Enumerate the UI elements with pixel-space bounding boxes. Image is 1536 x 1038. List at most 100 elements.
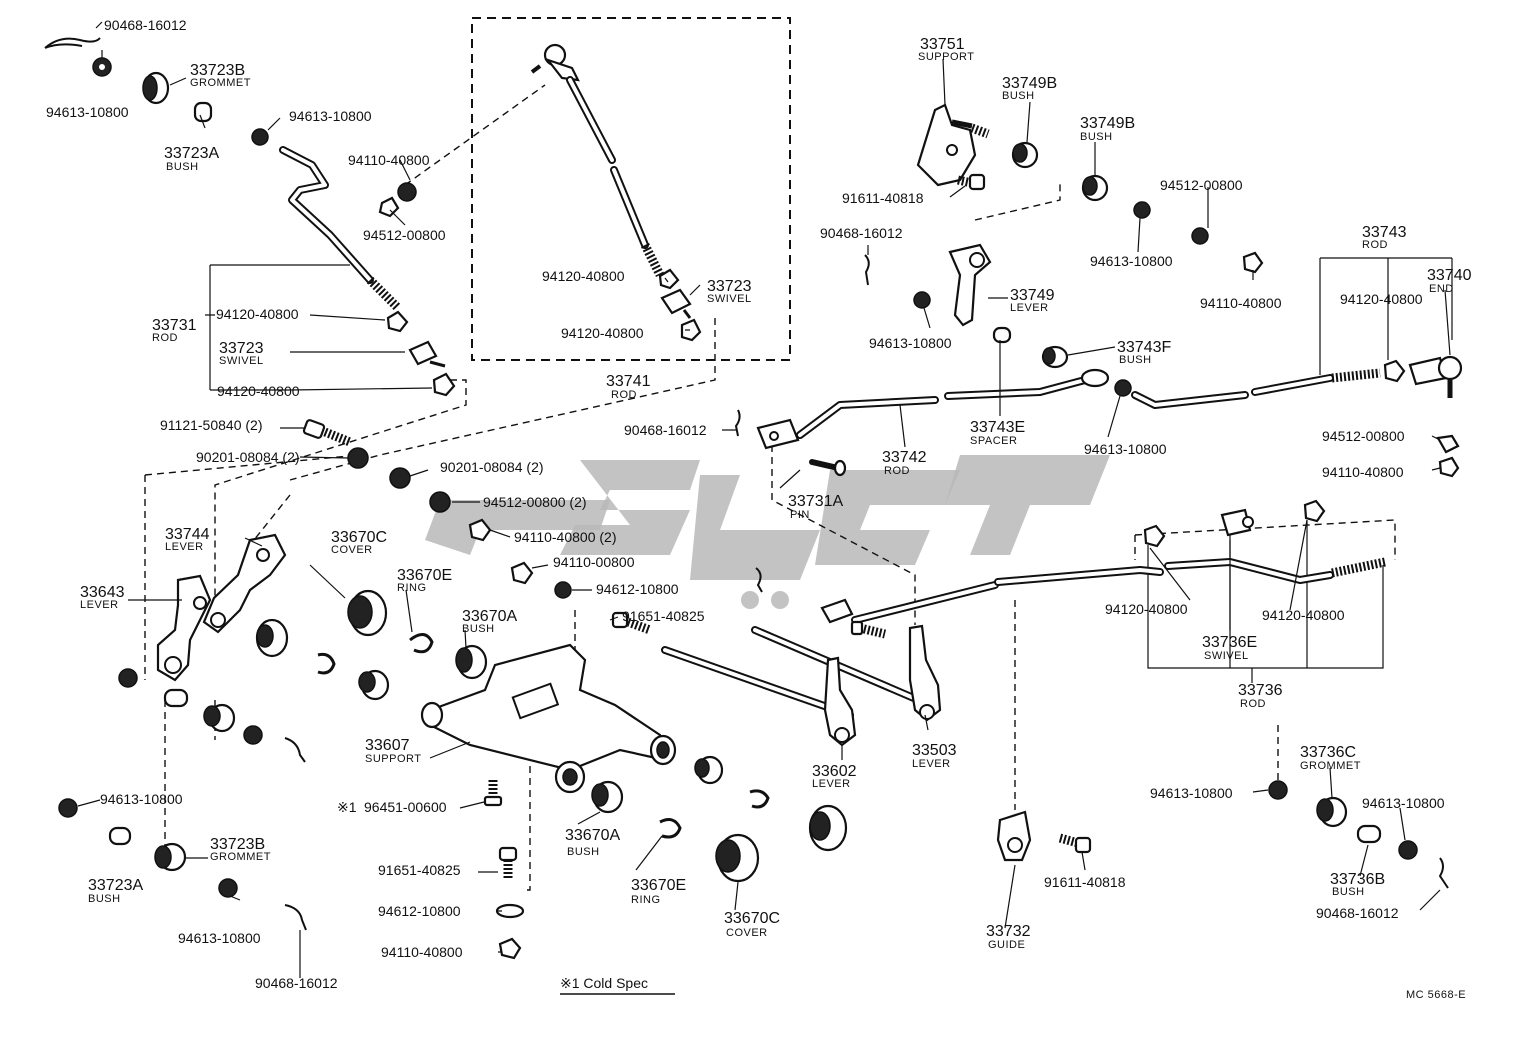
label-33723-a: 33723 (219, 340, 264, 357)
label-90468-e: 90468-16012 (1316, 905, 1399, 921)
washer-94613-e (1133, 201, 1151, 219)
label-94613-topleft: 94613-10800 (46, 104, 129, 120)
washer-94512-a (397, 182, 417, 202)
label-94110-e: 94110-40800 (1200, 295, 1282, 311)
support-33751 (916, 103, 990, 187)
nut-94120-c (658, 268, 680, 290)
bolt-96451 (483, 780, 503, 807)
nut-94120-b (432, 372, 456, 397)
bush-33736B (1356, 824, 1382, 844)
end-33740 (1408, 355, 1463, 398)
washer-94612-a (554, 581, 572, 599)
label-33723B-b: 33723B (210, 836, 265, 853)
label-33643: 33643 (80, 584, 125, 601)
guide-33732 (996, 810, 1032, 862)
washer-94613-i (1398, 840, 1418, 860)
label-lever-e: LEVER (812, 778, 851, 790)
label-94110-c: 94110-00800 (553, 554, 635, 570)
label-33670A-b: 33670A (565, 827, 620, 844)
label-94512-a: 94512-00800 (363, 227, 446, 243)
label-94612-a: 94612-10800 (596, 581, 679, 597)
shafts (661, 626, 934, 719)
ring-33670E-a (409, 633, 434, 654)
label-33670E-b: 33670E (631, 877, 686, 894)
label-33670C-a: 33670C (331, 529, 387, 546)
clip-90468-e (1438, 857, 1449, 889)
label-spacer: SPACER (970, 435, 1017, 447)
label-90468-top: 90468-16012 (104, 17, 187, 33)
label-ref-code: MC 5668-E (1406, 989, 1466, 1001)
label-lever-d: LEVER (912, 758, 951, 770)
clip-mid (755, 567, 763, 593)
swivel-33723-b (660, 288, 692, 319)
label-swivel-c: SWIVEL (1204, 650, 1249, 662)
nut-94110-c (510, 561, 534, 585)
label-lever-b: LEVER (80, 599, 119, 611)
grommet-33723B-a (142, 71, 170, 105)
lever-33643 (156, 574, 212, 682)
label-rod-d: ROD (884, 465, 910, 477)
bush-33723A-a (193, 101, 213, 123)
label-90201-a: 90201-08084 (2) (196, 449, 300, 465)
label-rod-e: ROD (1240, 698, 1266, 710)
label-rod-c: ROD (1362, 239, 1388, 251)
label-94613-i: 94613-10800 (1362, 795, 1445, 811)
bush-33749B-a (1011, 141, 1039, 169)
label-33740: 33740 (1427, 267, 1472, 284)
rod-33731 (279, 146, 402, 312)
label-33736: 33736 (1238, 682, 1283, 699)
grommet-33723B-b (154, 842, 187, 872)
cover-33670C-b (715, 833, 760, 883)
label-33670C-b: 33670C (724, 910, 780, 927)
label-94613-f: 94613-10800 (869, 335, 952, 351)
label-bush-e: BUSH (1080, 131, 1113, 143)
spacer-33743E (992, 326, 1012, 344)
washer-left-b (243, 725, 263, 745)
label-33749B-b: 33749B (1080, 115, 1135, 132)
label-33723-b: 33723 (707, 278, 752, 295)
label-33723A-b: 33723A (88, 877, 143, 894)
label-94613-g: 94613-10800 (1084, 441, 1167, 457)
label-94512-b: 94512-00800 (2) (483, 494, 587, 510)
grommet-mid-a (255, 618, 289, 658)
label-94110-b: 94110-40800 (2) (514, 529, 616, 545)
label-ring-b: RING (631, 894, 661, 906)
nut-94110-b (468, 518, 492, 542)
leader-lines (77, 21, 1451, 978)
label-33736E: 33736E (1202, 634, 1257, 651)
grommet-33736C (1316, 796, 1348, 828)
nut-94110-d (498, 937, 522, 960)
label-33723B-top: 33723B (190, 62, 245, 79)
ring-mid-a (317, 652, 336, 675)
swivel-33736E-lower (820, 598, 887, 639)
label-91651-a: 91651-40825 (622, 608, 705, 624)
label-94120-e: 94120-40800 (1340, 291, 1423, 307)
label-33736B: 33736B (1330, 871, 1385, 888)
clip-left (284, 737, 306, 763)
label-90468-d: 90468-16012 (624, 422, 707, 438)
label-33744: 33744 (165, 526, 210, 543)
lever-33749 (948, 243, 992, 327)
label-bush-d: BUSH (1002, 90, 1035, 102)
clip-90468-b (284, 904, 307, 931)
clip-90468-d (734, 409, 741, 437)
rod-33741-assembly-box (471, 17, 791, 361)
lever-33503 (908, 624, 942, 722)
swivel-33736E (1220, 508, 1254, 537)
label-94612-b: 94612-10800 (378, 903, 461, 919)
lever-33744 (202, 533, 287, 634)
washer-94613-h (1268, 780, 1288, 800)
nut-94120-d (680, 318, 702, 342)
label-33723A-top: 33723A (164, 145, 219, 162)
swivel-33742-end (756, 418, 800, 450)
washer-90201-a (347, 447, 369, 469)
bush-left (163, 688, 189, 708)
label-33503: 33503 (912, 742, 957, 759)
label-grommet-top: GROMMET (190, 77, 251, 89)
label-90468-b: 90468-16012 (255, 975, 338, 991)
label-rod-b: ROD (611, 389, 637, 401)
washer-94613-b (251, 128, 269, 146)
bush-mid-b (694, 755, 724, 785)
label-94120-a: 94120-40800 (216, 306, 299, 322)
bush-33670A-a (455, 644, 488, 680)
